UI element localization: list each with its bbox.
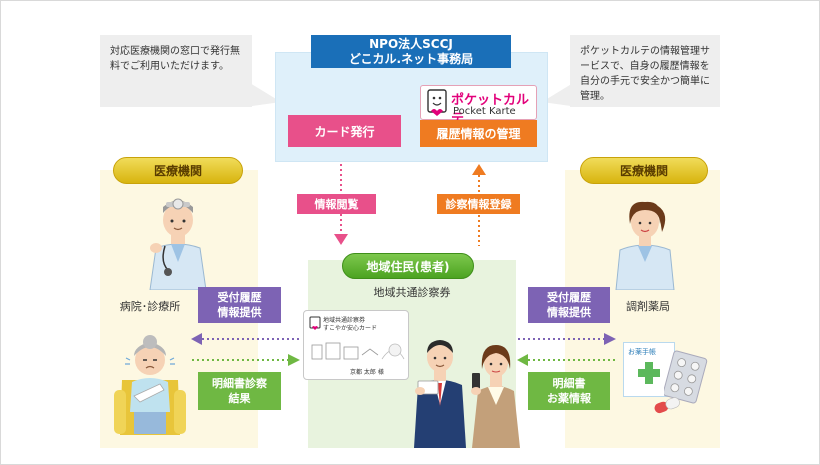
card-title-block: 地域共通診察券 すこやか安心カード — [323, 317, 377, 333]
callout-right-tail — [542, 80, 578, 107]
right-panel-header: 医療機関 — [580, 157, 708, 184]
pocket-karte-logo: ポケットカルテ Pocket Karte — [420, 85, 537, 127]
right-statement-label: 明細書 お薬情報 — [528, 372, 610, 410]
npo-title-line1: NPO法人SCCJ — [369, 36, 453, 51]
pill-pack-icon — [664, 350, 708, 404]
card-line2: すこやか安心カード — [323, 325, 378, 332]
resident-couple-illustration — [414, 340, 520, 448]
right-panel-caption: 調剤薬局 — [626, 300, 670, 313]
right-purple-arrow — [518, 333, 616, 345]
left-panel-caption: 病院･診療所 — [119, 300, 181, 313]
pharmacist-illustration — [615, 201, 675, 290]
callout-right: ポケットカルテの情報管理サービスで、自身の履歴情報を自分の手元で安全かつ簡単に管… — [570, 35, 720, 107]
card-logo-icon — [309, 316, 321, 330]
browse-label: 情報閲覧 — [297, 194, 376, 214]
karte-card-icon — [427, 89, 447, 116]
left-statement-label: 明細書診察 結果 — [198, 372, 281, 410]
callout-left-text: 対応医療機関の窓口で発行無料でご利用いただけます。 — [110, 46, 240, 72]
card-issue-label: カード発行 — [314, 124, 375, 139]
center-panel-caption: 地域共通診察券 — [373, 286, 451, 299]
right-reception-label: 受付履歴 情報提供 — [528, 287, 610, 323]
callout-right-text: ポケットカルテの情報管理サービスで、自身の履歴情報を自分の手元で安全かつ簡単に管… — [580, 46, 710, 102]
card-illustration — [311, 342, 405, 360]
callout-left: 対応医療機関の窓口で発行無料でご利用いただけます。 — [100, 35, 252, 107]
left-panel-header: 医療機関 — [113, 157, 243, 184]
right-green-arrow — [517, 354, 616, 366]
npo-title: NPO法人SCCJ どこカル.ネット事務局 — [311, 35, 511, 68]
card-line1: 地域共通診察券 — [323, 317, 366, 324]
card-issue-box: カード発行 — [288, 115, 401, 147]
left-reception-label: 受付履歴 情報提供 — [198, 287, 281, 323]
notebook-label: お薬手帳 — [628, 348, 656, 356]
capsule-icon — [654, 397, 680, 414]
elderly-patient-illustration — [114, 335, 186, 435]
register-label: 診察情報登録 — [437, 194, 520, 214]
center-panel-header: 地域住民(患者) — [342, 253, 474, 279]
history-mgmt-box: 履歴情報の管理 — [420, 120, 537, 147]
left-green-arrow — [192, 354, 300, 366]
logo-en: Pocket Karte — [453, 106, 516, 117]
doctor-illustration — [149, 198, 207, 290]
card-name: 京都 太郎 様 — [350, 369, 384, 376]
community-card: 地域共通診察券 すこやか安心カード 京都 太郎 様 — [303, 310, 409, 380]
medical-cross-icon — [638, 362, 660, 384]
npo-title-line2: どこカル.ネット事務局 — [348, 51, 474, 66]
left-purple-arrow — [191, 333, 300, 345]
callout-left-tail — [245, 80, 281, 107]
history-mgmt-label: 履歴情報の管理 — [436, 127, 521, 141]
